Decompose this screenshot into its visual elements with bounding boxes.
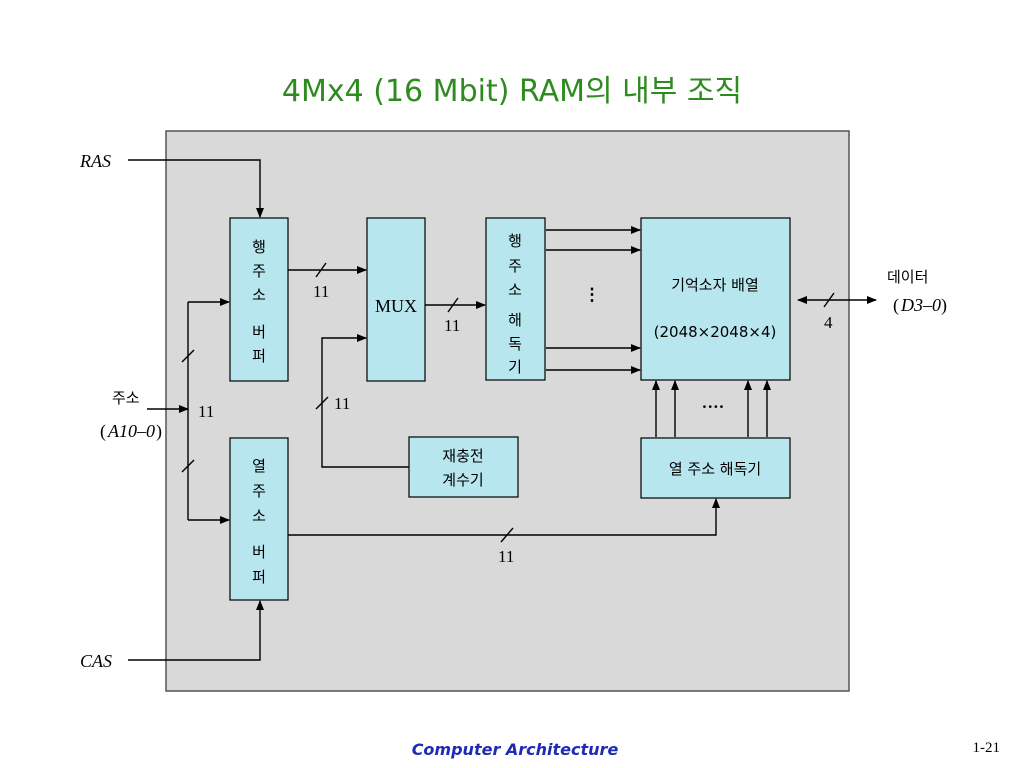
col-buffer-char: 소: [252, 507, 266, 525]
row-decoder-char: 소: [508, 281, 522, 299]
row-buffer-char: 버: [252, 323, 266, 341]
cas-line: [128, 600, 264, 661]
row-buffer-char: 행: [252, 238, 266, 256]
data-bus-label: D3–0: [900, 295, 941, 315]
bus-slash: [823, 292, 835, 308]
cas-label: CAS: [80, 651, 112, 671]
column-decoder-label: 열 주소 해독기: [669, 460, 761, 478]
bus-slash: [181, 349, 195, 363]
row-decoder-char: 해: [508, 311, 522, 329]
row-buffer-char: 주: [252, 262, 266, 280]
col-buffer-bus-width: 11: [498, 547, 514, 566]
row-ellipsis: ⋮: [584, 285, 601, 304]
address-bus-label: A10–0: [107, 421, 155, 441]
address-bus-width: 11: [198, 402, 214, 421]
row-buffer-bus-width: 11: [313, 282, 329, 301]
mux-bus-width: 11: [444, 316, 460, 335]
data-bus-width: 4: [824, 313, 833, 332]
column-address-decoder: [640, 437, 791, 499]
ras-line: [128, 159, 264, 218]
refresh-counter: [408, 436, 519, 498]
data-paren-open: (: [893, 295, 899, 316]
address-paren-open: (: [100, 421, 106, 442]
row-address-buffer: [229, 217, 289, 382]
memory-array-label: 기억소자 배열: [671, 276, 759, 294]
memory-array-size: (2048×2048×4): [654, 323, 777, 341]
row-buffer-char: 소: [252, 286, 266, 304]
mux-block: [366, 217, 426, 382]
mux-label: MUX: [375, 296, 417, 316]
slide-title: 4Mx4 (16 Mbit) RAM의 내부 조직: [281, 74, 743, 109]
ras-label: RAS: [79, 151, 111, 171]
row-decoder-char: 주: [508, 257, 522, 275]
column-ellipsis: ····: [702, 397, 725, 416]
col-buffer-to-decoder: [288, 498, 720, 536]
row-address-decoder: [485, 217, 546, 381]
data-label: 데이터: [887, 268, 928, 286]
row-decoder-char: 행: [508, 232, 522, 250]
bus-slash: [315, 262, 327, 278]
memory-cell-array: [640, 217, 791, 381]
col-buffer-char: 열: [252, 457, 266, 475]
col-buffer-char: 퍼: [252, 568, 266, 586]
bus-slash: [500, 527, 514, 543]
col-buffer-char: 주: [252, 482, 266, 500]
footer-course: Computer Architecture: [411, 740, 619, 759]
refresh-bus-width: 11: [334, 394, 350, 413]
address-paren-close: ): [156, 421, 162, 442]
data-paren-close: ): [941, 295, 947, 316]
row-decoder-char: 독: [508, 335, 522, 353]
col-buffer-char: 버: [252, 543, 266, 561]
address-label: 주소: [112, 389, 140, 407]
row-buffer-char: 퍼: [252, 347, 266, 365]
bus-slash: [181, 459, 195, 473]
column-address-buffer: [229, 437, 289, 601]
page-number: 1-21: [972, 740, 1001, 756]
refresh-counter-line2: 계수기: [442, 471, 483, 489]
bus-slash: [315, 396, 329, 410]
bus-slash: [447, 297, 459, 313]
row-decoder-char: 기: [508, 358, 522, 376]
refresh-counter-line1: 재충전: [442, 447, 483, 465]
chip-panel: [165, 130, 850, 692]
